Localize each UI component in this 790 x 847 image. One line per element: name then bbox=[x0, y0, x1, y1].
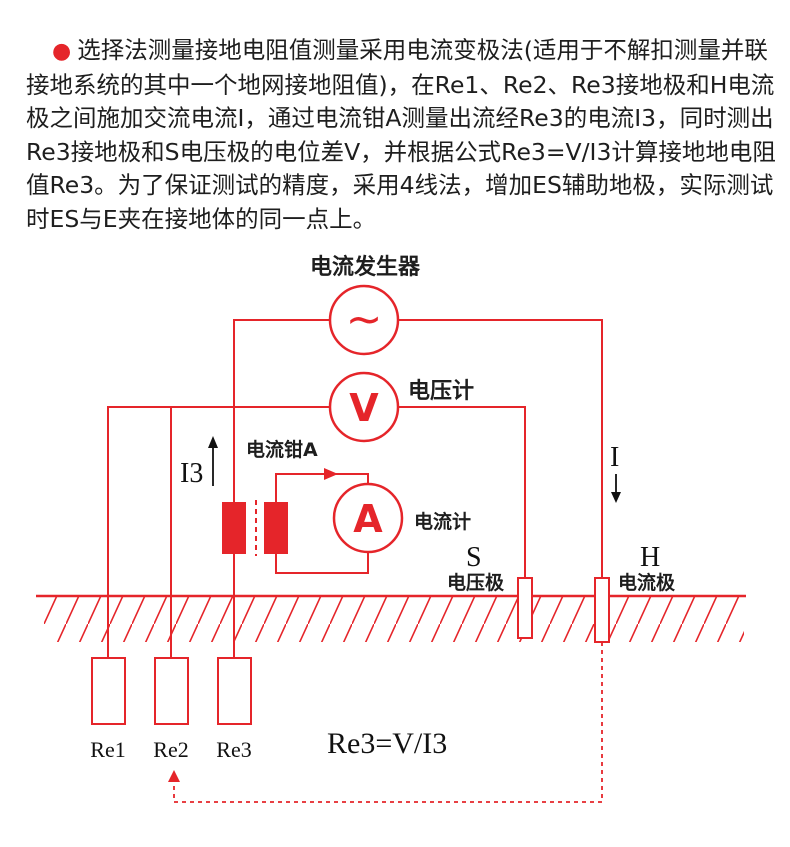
bullet-dot: ● bbox=[52, 39, 72, 64]
ammeter-symbol: A bbox=[353, 497, 383, 541]
electrode-re1-box bbox=[91, 657, 126, 725]
clamp-secondary-core bbox=[264, 502, 288, 554]
generator-to-h-wire bbox=[398, 319, 603, 580]
i3-arrow-head bbox=[208, 436, 218, 448]
loop-direction-arrow bbox=[324, 468, 338, 480]
ground-hatch bbox=[44, 596, 744, 642]
intro-text: 选择法测量接地电阻值测量采用电流变极法(适用于不解扣测量并联接地系统的其中一个地… bbox=[26, 36, 776, 233]
ammeter-circle bbox=[332, 482, 404, 554]
current-label: I bbox=[610, 442, 619, 473]
ammeter-label: 电流计 bbox=[414, 510, 471, 533]
formula-label: Re3=V/I3 bbox=[327, 727, 447, 760]
return-path-dashed bbox=[173, 642, 603, 803]
generator-label: 电流发生器 bbox=[310, 254, 421, 280]
s-voltage-pole bbox=[517, 577, 533, 639]
voltmeter-label: 电压计 bbox=[408, 379, 474, 404]
electrode-re3-box bbox=[217, 657, 252, 725]
electrode-re2-box bbox=[154, 657, 189, 725]
i3-label: I3 bbox=[180, 458, 203, 489]
voltmeter-left-wire bbox=[107, 406, 330, 658]
clamp-label: 电流钳A bbox=[246, 438, 318, 461]
intro-paragraph: ●选择法测量接地电阻值测量采用电流变极法(适用于不解扣测量并联接地系统的其中一个… bbox=[26, 34, 776, 236]
voltmeter-symbol: V bbox=[349, 386, 379, 430]
clamp-primary-core bbox=[222, 502, 246, 554]
return-path-arrow bbox=[168, 770, 180, 782]
s-label: 电压极 bbox=[447, 571, 505, 594]
h-label: 电流极 bbox=[618, 571, 676, 594]
s-letter: S bbox=[466, 542, 482, 573]
voltmeter-circle bbox=[328, 371, 400, 443]
generator-circle bbox=[328, 284, 400, 356]
generator-symbol: ~ bbox=[346, 294, 383, 345]
electrode-re1-label: Re1 bbox=[90, 737, 125, 762]
ammeter-return-wire bbox=[275, 552, 369, 574]
ammeter-loop-wire bbox=[275, 473, 369, 502]
electrode-re3-label: Re3 bbox=[216, 737, 251, 762]
h-current-pole bbox=[594, 577, 610, 643]
current-arrow-head bbox=[611, 492, 621, 503]
electrode-re2-label: Re2 bbox=[153, 737, 188, 762]
h-letter: H bbox=[640, 542, 660, 573]
voltmeter-right-wire bbox=[398, 406, 526, 580]
